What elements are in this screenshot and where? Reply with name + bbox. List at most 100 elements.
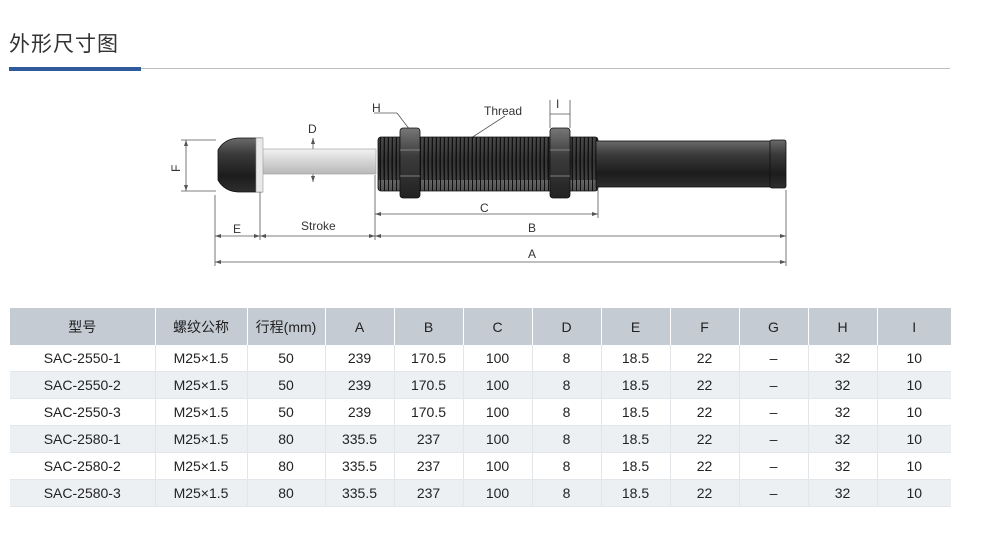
table-cell: 100 — [463, 371, 533, 399]
table-cell: 18.5 — [601, 425, 671, 453]
label-f: F — [169, 165, 183, 172]
table-cell: 18.5 — [601, 345, 671, 372]
table-cell: 10 — [877, 425, 951, 453]
label-thread: Thread — [484, 104, 522, 118]
table-cell: 10 — [877, 398, 951, 426]
table-cell: 50 — [247, 398, 326, 426]
table-cell: M25×1.5 — [155, 479, 248, 507]
col-header: 螺纹公称 — [155, 308, 248, 345]
col-header: E — [601, 308, 671, 345]
table-cell: 18.5 — [601, 452, 671, 480]
title-accent-bar — [9, 67, 141, 71]
table-cell: 237 — [394, 425, 464, 453]
label-h: H — [372, 101, 381, 115]
col-header: C — [463, 308, 533, 345]
table-cell: 32 — [808, 345, 878, 372]
table-cell: 80 — [247, 425, 326, 453]
table-cell: 18.5 — [601, 479, 671, 507]
table-cell: M25×1.5 — [155, 452, 248, 480]
table-cell: 10 — [877, 452, 951, 480]
table-cell: – — [739, 371, 809, 399]
table-cell: M25×1.5 — [155, 398, 248, 426]
table-cell: SAC-2580-3 — [10, 479, 156, 507]
table-cell: SAC-2580-2 — [10, 452, 156, 480]
table-cell: 237 — [394, 479, 464, 507]
table-cell: 32 — [808, 452, 878, 480]
spec-table: 型号 螺纹公称 行程(mm) A B C D E F G H I SAC-255… — [10, 308, 951, 507]
label-e: E — [233, 222, 241, 236]
table-cell: 18.5 — [601, 371, 671, 399]
table-cell: 80 — [247, 479, 326, 507]
page-title: 外形尺寸图 — [9, 32, 119, 56]
table-cell: 80 — [247, 452, 326, 480]
col-header: A — [325, 308, 395, 345]
table-cell: 100 — [463, 398, 533, 426]
table-cell: – — [739, 425, 809, 453]
table-cell: 239 — [325, 345, 395, 372]
table-cell: 8 — [532, 345, 602, 372]
table-cell: 22 — [670, 425, 740, 453]
table-cell: 239 — [325, 371, 395, 399]
table-cell: 8 — [532, 479, 602, 507]
shock-absorber-drawing: H Thread I D F C E Stroke B A — [169, 97, 787, 266]
col-header: 型号 — [10, 308, 156, 345]
table-cell: 239 — [325, 398, 395, 426]
table-cell: 170.5 — [394, 371, 464, 399]
table-cell: 8 — [532, 398, 602, 426]
table-cell: 100 — [463, 452, 533, 480]
table-cell: 170.5 — [394, 345, 464, 372]
table-cell: 100 — [463, 345, 533, 372]
table-cell: 10 — [877, 371, 951, 399]
label-c: C — [480, 201, 489, 215]
col-header: 行程(mm) — [247, 308, 326, 345]
title-divider — [9, 68, 950, 69]
table-cell: – — [739, 479, 809, 507]
table-cell: 335.5 — [325, 425, 395, 453]
table-cell: 32 — [808, 479, 878, 507]
table-cell: 22 — [670, 371, 740, 399]
table-cell: 32 — [808, 398, 878, 426]
table-cell: M25×1.5 — [155, 345, 248, 372]
table-cell: 10 — [877, 479, 951, 507]
table-cell: 22 — [670, 345, 740, 372]
table-cell: 170.5 — [394, 398, 464, 426]
col-header: H — [808, 308, 878, 345]
table-cell: 50 — [247, 345, 326, 372]
label-i: I — [556, 97, 559, 111]
table-cell: SAC-2550-1 — [10, 345, 156, 372]
table-cell: 22 — [670, 452, 740, 480]
table-cell: M25×1.5 — [155, 371, 248, 399]
table-cell: 22 — [670, 479, 740, 507]
table-cell: 237 — [394, 452, 464, 480]
table-cell: 10 — [877, 345, 951, 372]
table-cell: 100 — [463, 425, 533, 453]
table-cell: SAC-2550-3 — [10, 398, 156, 426]
table-cell: 8 — [532, 425, 602, 453]
label-stroke: Stroke — [301, 219, 336, 233]
table-cell: 8 — [532, 371, 602, 399]
label-d: D — [308, 122, 317, 136]
table-cell: – — [739, 345, 809, 372]
col-header: B — [394, 308, 464, 345]
table-cell: – — [739, 398, 809, 426]
table-cell: 32 — [808, 371, 878, 399]
col-header: G — [739, 308, 809, 345]
col-header: I — [877, 308, 951, 345]
label-b: B — [528, 221, 536, 235]
table-cell: – — [739, 452, 809, 480]
table-cell: 32 — [808, 425, 878, 453]
table-cell: M25×1.5 — [155, 425, 248, 453]
label-a: A — [528, 247, 536, 261]
table-cell: SAC-2580-1 — [10, 425, 156, 453]
table-cell: 8 — [532, 452, 602, 480]
table-cell: 50 — [247, 371, 326, 399]
table-cell: SAC-2550-2 — [10, 371, 156, 399]
table-cell: 22 — [670, 398, 740, 426]
table-cell: 335.5 — [325, 452, 395, 480]
